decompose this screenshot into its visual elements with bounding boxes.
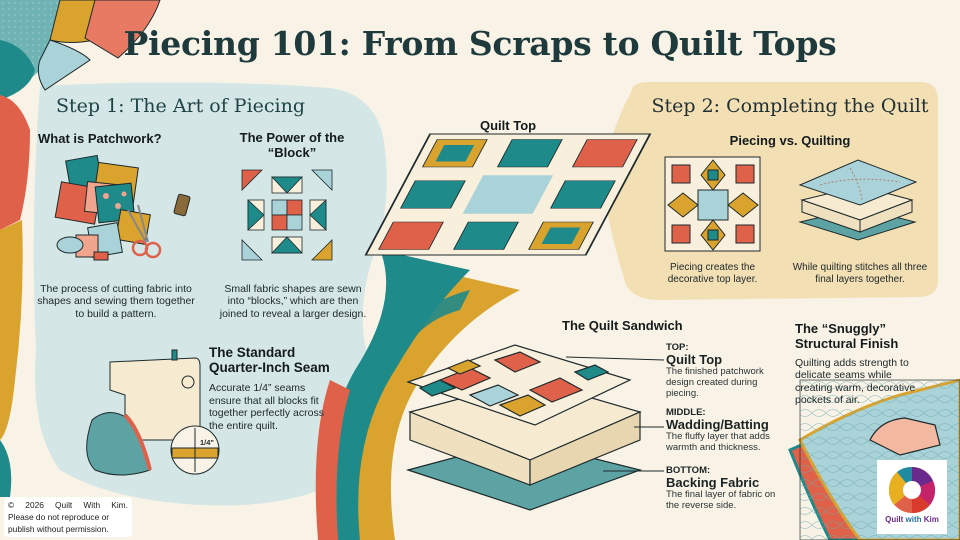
- quilting-layers-illustration: [798, 159, 918, 241]
- layer-description: The final layer of fabric on the reverse…: [666, 489, 776, 512]
- copyright-word: Kim.: [111, 500, 128, 510]
- step2-title: Step 2: Completing the Quilt: [651, 95, 929, 117]
- ruler-label: 1/4": [200, 438, 214, 447]
- copyright-word: Quilt: [55, 500, 73, 510]
- logo-word-quilt: Quilt: [885, 515, 904, 524]
- block-description: Small fabric shapes are sewn into “block…: [219, 283, 367, 320]
- block-heading-line2: “Block”: [267, 144, 317, 160]
- piecing-block-illustration: [664, 156, 761, 252]
- layer-top: TOP: Quilt Top The finished patchwork de…: [666, 342, 776, 400]
- layer-bottom: BOTTOM: Backing Fabric The final layer o…: [666, 465, 776, 512]
- snuggly-heading-line2: Structural Finish: [795, 335, 899, 351]
- seam-heading: The Standard Quarter-Inch Seam: [209, 345, 330, 375]
- block-heading: The Power of the “Block”: [222, 130, 362, 161]
- quilt-top-label: Quilt Top: [480, 118, 537, 133]
- snuggly-heading-line1: The “Snuggly”: [795, 321, 886, 336]
- snuggly-heading: The “Snuggly” Structural Finish: [795, 321, 899, 351]
- seam-heading-line1: The Standard: [209, 345, 296, 360]
- ribbons: [315, 250, 520, 540]
- copyright-symbol: ©: [8, 500, 15, 510]
- piecing-caption: Piecing creates the decorative top layer…: [667, 262, 758, 285]
- patchwork-heading: What is Patchwork?: [38, 131, 162, 146]
- sewing-machine-illustration: [86, 349, 220, 476]
- copyright-year: 2026: [25, 500, 44, 510]
- layer-position: MIDDLE:: [666, 407, 706, 418]
- logo-wordmark: Quilt with Kim: [877, 515, 947, 524]
- layer-name: Backing Fabric: [666, 475, 760, 490]
- snuggly-description: Quilting adds strength to delicate seams…: [795, 357, 916, 407]
- layer-name: Wadding/Batting: [666, 417, 769, 432]
- layer-middle: MIDDLE: Wadding/Batting The fluffy layer…: [666, 407, 781, 454]
- quilt-sandwich-illustration: [405, 344, 643, 511]
- quilt-top-illustration: [364, 133, 652, 256]
- logo-word-with: with: [905, 515, 922, 524]
- layer-description: The fluffy layer that adds warmth and th…: [666, 431, 770, 454]
- layer-description: The finished patchwork design created du…: [666, 366, 764, 400]
- seam-heading-line2: Quarter-Inch Seam: [209, 360, 330, 376]
- layer-position: TOP:: [666, 342, 689, 353]
- quilt-sandwich-heading: The Quilt Sandwich: [562, 318, 683, 333]
- sandwich-leader-lines: [565, 356, 665, 472]
- patchwork-illustration: [54, 154, 191, 261]
- seam-description: Accurate 1/4” seams ensure that all bloc…: [209, 382, 324, 432]
- copyright-line3: publish without permission.: [8, 524, 109, 535]
- corner-fabric-top-left: [0, 0, 161, 497]
- layer-position: BOTTOM:: [666, 465, 711, 476]
- layer-name: Quilt Top: [666, 352, 723, 367]
- logo-word-kim: Kim: [923, 515, 939, 524]
- copyright-line2: Please do not reproduce or: [8, 512, 110, 523]
- copyright-word: With: [83, 500, 101, 510]
- copyright-notice: © 2026 Quilt With Kim. Please do not rep…: [4, 497, 132, 537]
- block-illustration: [241, 169, 333, 261]
- step1-title: Step 1: The Art of Piecing: [56, 95, 306, 117]
- quilting-caption: While quilting stitches all three final …: [792, 262, 928, 285]
- copyright-line1: © 2026 Quilt With Kim.: [8, 499, 128, 511]
- quilt-with-kim-logo: [877, 460, 947, 534]
- page-title: Piecing 101: From Scraps to Quilt Tops: [123, 24, 837, 63]
- patchwork-description: The process of cutting fabric into shape…: [37, 283, 195, 320]
- block-heading-line1: The Power of the: [239, 130, 345, 145]
- piecing-vs-quilting-heading: Piecing vs. Quilting: [729, 133, 851, 148]
